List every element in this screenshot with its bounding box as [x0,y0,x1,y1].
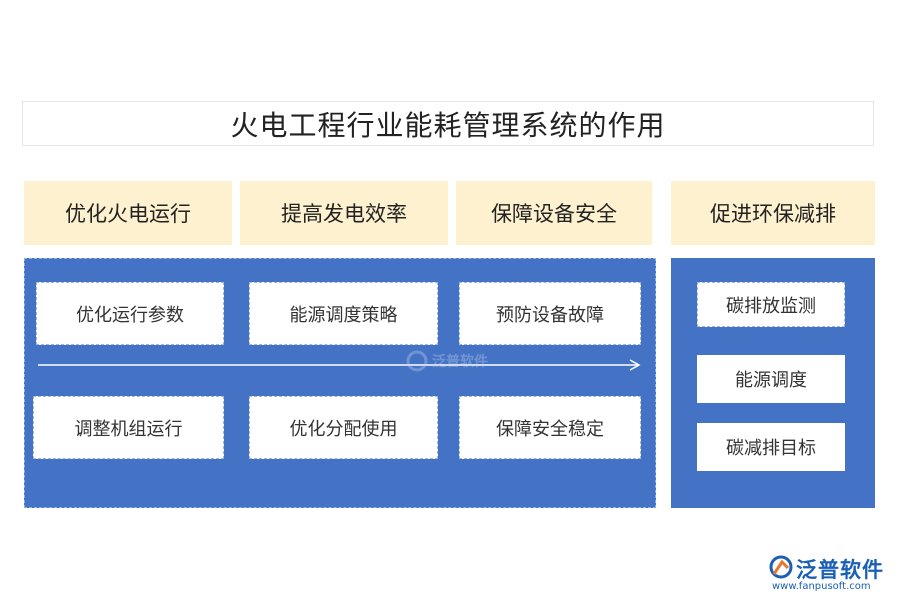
header-improve-efficiency: 提高发电效率 [240,181,448,245]
brand-logo: 泛普软件 www.fanpusoft.com [768,554,892,594]
cell-optimize-params: 优化运行参数 [36,282,224,345]
flow-arrow [38,359,641,371]
cell-optimize-allocation: 优化分配使用 [249,396,438,459]
brand-name: 泛普软件 [796,558,884,582]
cell-carbon-monitoring: 碳排放监测 [697,282,845,327]
cell-energy-dispatch: 能源调度 [697,355,845,403]
header-equipment-safety: 保障设备安全 [456,181,652,245]
cell-ensure-stability: 保障安全稳定 [459,396,641,459]
diagram-title: 火电工程行业能耗管理系统的作用 [22,101,874,146]
cell-prevent-failure: 预防设备故障 [459,282,641,345]
watermark-logo-icon [406,350,428,372]
brand-logo-icon [769,555,793,579]
header-optimize-operation: 优化火电运行 [24,181,232,245]
watermark: 泛普软件 [406,348,506,374]
cell-carbon-target: 碳减排目标 [697,423,845,471]
header-emission-reduction: 促进环保减排 [671,181,875,245]
cell-energy-dispatch-strategy: 能源调度策略 [249,282,438,345]
cell-adjust-units: 调整机组运行 [33,396,224,459]
brand-url: www.fanpusoft.com [772,581,871,592]
watermark-text: 泛普软件 [432,354,488,370]
